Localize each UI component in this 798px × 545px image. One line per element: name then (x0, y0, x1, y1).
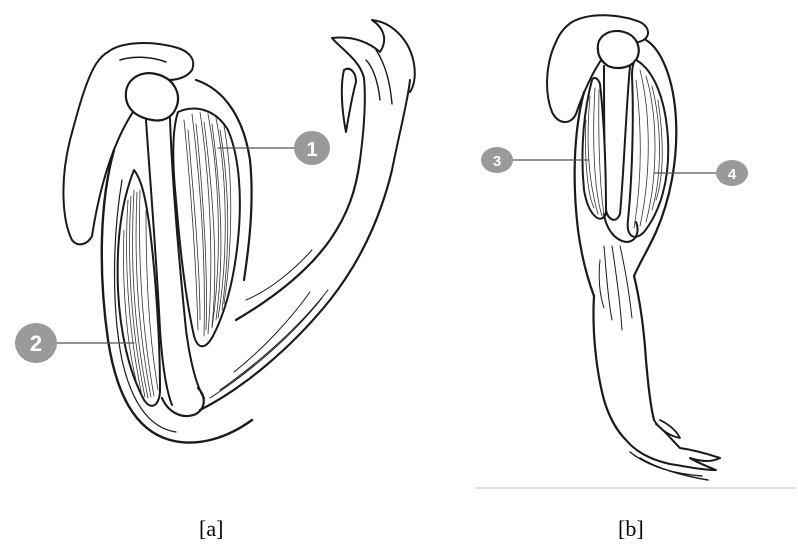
figure-a-hand (332, 20, 415, 92)
figure-a-thumb (342, 69, 356, 132)
figure-a-caption: [a] (199, 516, 223, 542)
figure-a-humerus-head (126, 73, 178, 120)
label-1-text: 1 (306, 139, 317, 161)
figure-b-forearm-right (634, 276, 654, 420)
label-3-badge: 3 (481, 147, 513, 173)
figure-b-humerus-shaft (604, 66, 630, 220)
label-1-badge: 1 (294, 131, 330, 165)
figure-a-bent-arm (56, 20, 415, 443)
figure-b-fingers (630, 452, 708, 480)
figure-b-hand (626, 424, 720, 470)
figure-b-forearm-lines (599, 246, 632, 330)
figure-a-scapula-edge (120, 57, 166, 62)
figure-b-straight-arm (512, 15, 720, 480)
figure-b-caption: [b] (618, 516, 644, 542)
label-4-text: 4 (728, 166, 737, 183)
figure-a-wrist (360, 78, 410, 170)
label-4-badge: 4 (716, 160, 748, 186)
label-2-text: 2 (30, 331, 42, 356)
label-2-badge: 2 (15, 323, 57, 363)
figure-a-fingers (366, 50, 392, 104)
label-3-text: 3 (493, 153, 501, 170)
